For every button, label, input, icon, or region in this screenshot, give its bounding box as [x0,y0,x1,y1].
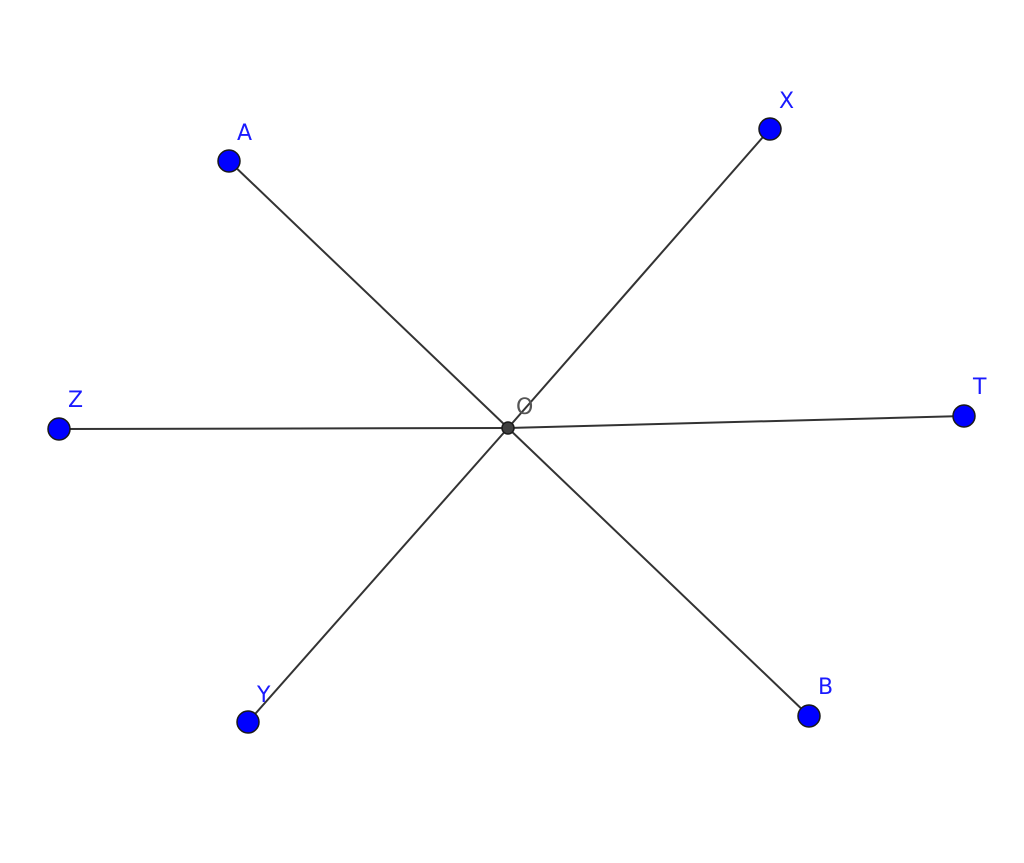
segment-oz [58,427,509,430]
label-t: T [972,375,987,400]
point-y[interactable] [236,710,260,734]
point-b[interactable] [797,704,821,728]
segment-oa [228,160,509,429]
segment-ot [507,415,965,429]
label-z: Z [68,388,83,413]
label-b: B [818,675,833,700]
segment-ox [507,128,771,429]
segment-oy [247,427,509,723]
label-y: Y [256,683,271,708]
point-x[interactable] [758,117,782,141]
label-x: X [779,89,794,114]
segment-ob [507,427,810,717]
point-t[interactable] [952,404,976,428]
point-z[interactable] [47,417,71,441]
point-o[interactable] [501,421,515,435]
label-a: A [237,121,252,146]
point-a[interactable] [217,149,241,173]
label-o: O [516,395,533,420]
